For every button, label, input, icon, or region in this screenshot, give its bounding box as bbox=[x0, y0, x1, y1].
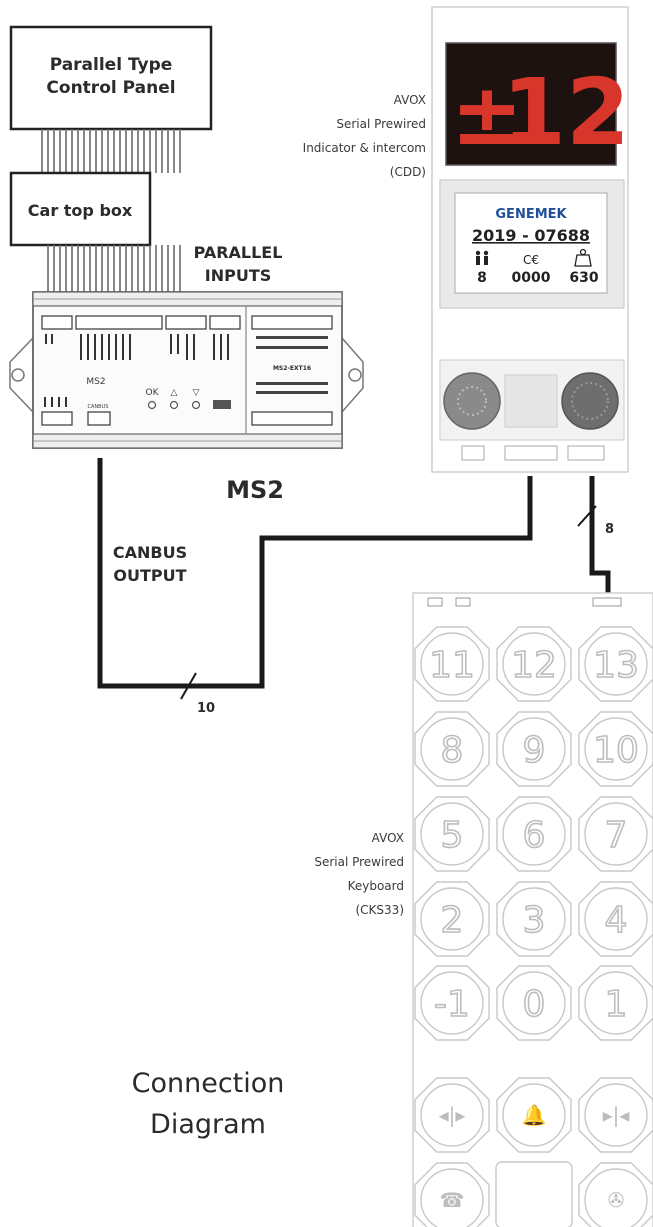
key-label: 6 bbox=[523, 815, 546, 856]
fan-icon: ✇ bbox=[608, 1188, 625, 1212]
car-top-box: Car top box bbox=[11, 173, 150, 245]
key-12[interactable]: 12 bbox=[497, 627, 571, 701]
control-panel-label-line1: Parallel Type bbox=[50, 55, 173, 75]
canbus-wire-count: 10 bbox=[197, 701, 215, 716]
key-13[interactable]: 13 bbox=[579, 627, 653, 701]
ok-led-label: OK bbox=[146, 388, 160, 398]
door-open-icon: ◂|▸ bbox=[439, 1103, 466, 1127]
alarm-bell-key[interactable]: 🔔 bbox=[497, 1078, 571, 1152]
door-open-key[interactable]: ◂|▸ bbox=[415, 1078, 489, 1152]
key-label: 3 bbox=[523, 900, 546, 941]
canbus-output-label-line1: CANBUS bbox=[113, 543, 187, 562]
keyboard-desc-line2: Serial Prewired bbox=[314, 855, 404, 869]
caption-line2: Diagram bbox=[150, 1109, 266, 1140]
keyboard-wire bbox=[592, 476, 608, 602]
ms2-title: MS2 bbox=[226, 476, 284, 504]
function-keys: ◂|▸ 🔔 ▸|◂ ☎ ✇ bbox=[415, 1078, 653, 1227]
key-7[interactable]: 7 bbox=[579, 797, 653, 871]
ribbon-cable-upper bbox=[42, 129, 180, 173]
indicator-device: ± 12 GENEMEK 2019 - 07688 C€ 8 0000 630 bbox=[432, 7, 630, 472]
plate-serial: 2019 - 07688 bbox=[472, 226, 590, 245]
key-label: 7 bbox=[605, 815, 628, 856]
door-close-icon: ▸|◂ bbox=[603, 1103, 630, 1127]
indicator-desc-line2: Serial Prewired bbox=[336, 117, 426, 131]
plate-persons: 8 bbox=[477, 270, 487, 286]
keyboard-desc-line3: Keyboard bbox=[348, 879, 404, 893]
keyboard-device: 11 12 13 8 9 10 5 6 7 2 3 4 -1 0 1 ◂|▸ 🔔 ▸|◂ ☎ ✇ bbox=[413, 593, 653, 1227]
key-3[interactable]: 3 bbox=[497, 882, 571, 956]
parallel-inputs-label-line2: INPUTS bbox=[205, 266, 272, 285]
key-label: 12 bbox=[511, 645, 557, 686]
key-0[interactable]: 0 bbox=[497, 966, 571, 1040]
door-close-key[interactable]: ▸|◂ bbox=[579, 1078, 653, 1152]
key-label: 8 bbox=[441, 730, 464, 771]
down-led-label: ▽ bbox=[193, 388, 200, 398]
blank-slot bbox=[496, 1162, 572, 1227]
key-label: 9 bbox=[523, 730, 546, 771]
keyboard-desc-line4: (CKS33) bbox=[356, 903, 405, 917]
ms2-inner-label: MS2 bbox=[86, 377, 105, 387]
control-panel-label-line2: Control Panel bbox=[46, 78, 175, 98]
caption-line1: Connection bbox=[132, 1068, 285, 1099]
parallel-inputs-label-line1: PARALLEL bbox=[194, 243, 283, 262]
microphone-grille bbox=[444, 373, 500, 429]
phone-icon: ☎ bbox=[440, 1188, 465, 1212]
canbus-output-label-line2: OUTPUT bbox=[113, 566, 186, 585]
down-led bbox=[193, 402, 200, 409]
plate-cert: 0000 bbox=[512, 270, 551, 286]
indicator-desc-line3: Indicator & intercom bbox=[303, 141, 426, 155]
key-10[interactable]: 10 bbox=[579, 712, 653, 786]
keyboard-wire-count: 8 bbox=[605, 522, 614, 537]
key-2[interactable]: 2 bbox=[415, 882, 489, 956]
speaker-grille bbox=[562, 373, 618, 429]
key-1[interactable]: 1 bbox=[579, 966, 653, 1040]
key-4[interactable]: 4 bbox=[579, 882, 653, 956]
ribbon-cable-lower bbox=[48, 245, 180, 292]
key-8[interactable]: 8 bbox=[415, 712, 489, 786]
key-11[interactable]: 11 bbox=[415, 627, 489, 701]
keypad: 11 12 13 8 9 10 5 6 7 2 3 4 -1 0 1 bbox=[415, 627, 653, 1040]
key-label: 13 bbox=[593, 645, 639, 686]
keyboard-desc-line1: AVOX bbox=[372, 831, 404, 845]
key-9[interactable]: 9 bbox=[497, 712, 571, 786]
indicator-desc-line4: (CDD) bbox=[390, 165, 426, 179]
floor-number-display: 12 bbox=[502, 59, 630, 166]
up-led bbox=[171, 402, 178, 409]
key-label: 0 bbox=[523, 984, 546, 1025]
ce-mark: C€ bbox=[523, 253, 539, 267]
key--1[interactable]: -1 bbox=[415, 966, 489, 1040]
ms2-ext-label: MS2-EXT16 bbox=[273, 365, 311, 372]
key-label: 5 bbox=[441, 815, 464, 856]
ok-led bbox=[149, 402, 156, 409]
ms2-canbus-small-label: CANBUS bbox=[88, 404, 109, 410]
key-label: 2 bbox=[441, 900, 464, 941]
indicator-desc-line1: AVOX bbox=[394, 93, 426, 107]
alarm-bell-icon: 🔔 bbox=[522, 1103, 547, 1127]
plate-brand: GENEMEK bbox=[495, 207, 567, 222]
plate-load: 630 bbox=[569, 270, 598, 286]
car-top-box-label: Car top box bbox=[28, 201, 133, 220]
key-label: 1 bbox=[605, 984, 628, 1025]
key-label: 4 bbox=[605, 900, 628, 941]
ms2-module: MS2 MS2-EXT16 CANBUS OK △ ▽ bbox=[10, 292, 363, 448]
key-5[interactable]: 5 bbox=[415, 797, 489, 871]
key-6[interactable]: 6 bbox=[497, 797, 571, 871]
up-led-label: △ bbox=[171, 388, 178, 398]
key-label: 10 bbox=[593, 730, 639, 771]
key-label: -1 bbox=[434, 984, 470, 1025]
control-panel: Parallel Type Control Panel bbox=[11, 27, 211, 129]
key-label: 11 bbox=[429, 645, 475, 686]
